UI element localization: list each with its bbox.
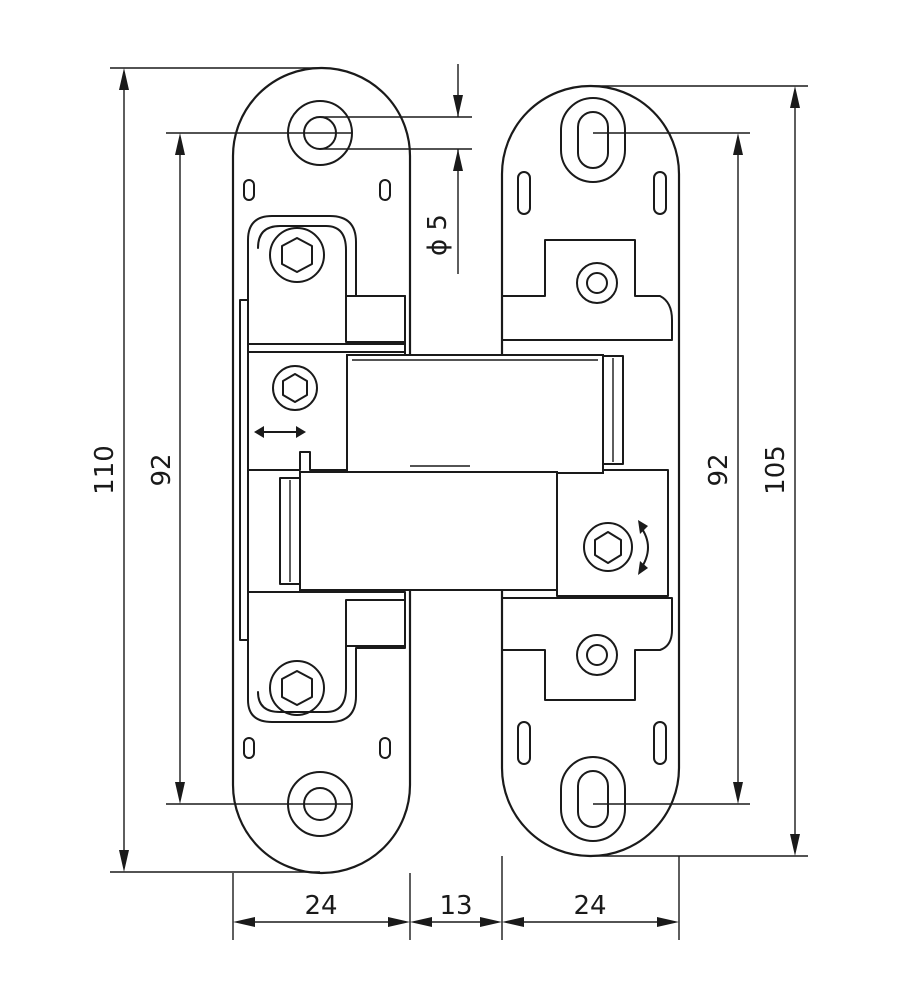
dimension-right-hole-spacing: 92 bbox=[704, 453, 734, 486]
dimension-left-hole-spacing: 92 bbox=[147, 453, 177, 486]
dimension-left-width: 24 bbox=[304, 891, 337, 921]
dimension-overall-height: 110 bbox=[90, 445, 120, 495]
dimension-right-width: 24 bbox=[573, 891, 606, 921]
dimension-lines bbox=[110, 64, 808, 940]
hinge-arm-assembly bbox=[299, 354, 604, 591]
dimension-hole-diameter: ϕ 5 bbox=[423, 214, 453, 256]
dimension-gap: 13 bbox=[439, 891, 472, 921]
dimension-right-height: 105 bbox=[761, 445, 791, 495]
